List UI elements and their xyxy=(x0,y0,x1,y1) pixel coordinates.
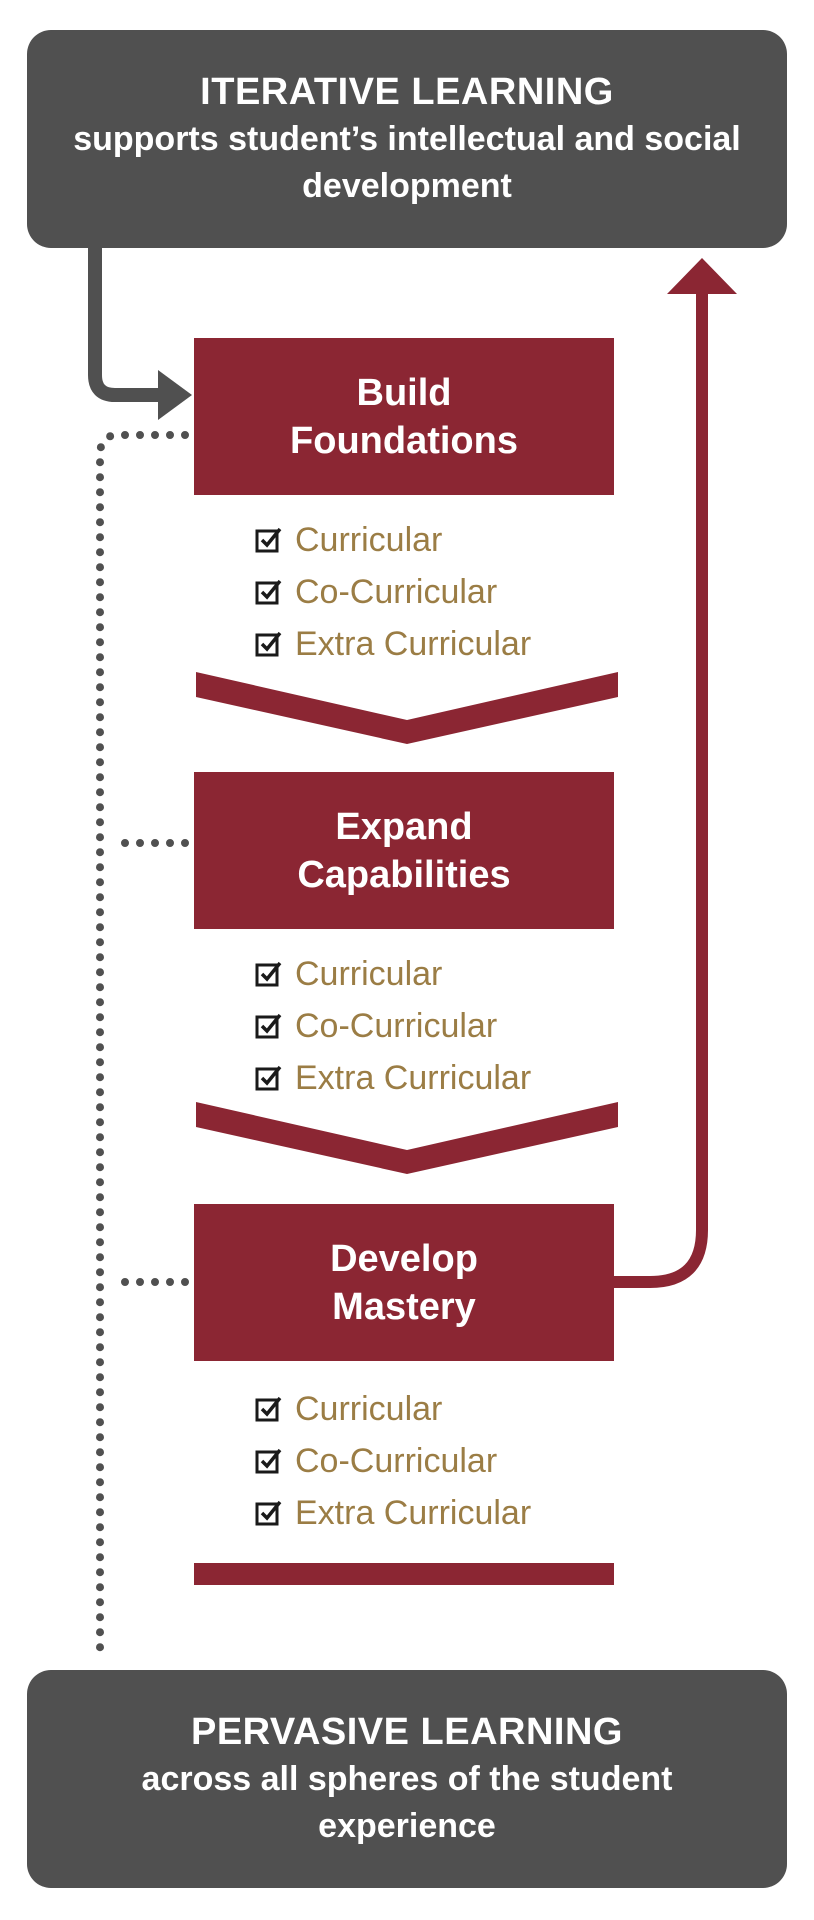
checklist-item: Co-Curricular xyxy=(255,1000,531,1052)
stage-checklist: Curricular Co-Curricular Extra Curricula… xyxy=(255,514,531,670)
checklist-item-label: Co-Curricular xyxy=(295,573,498,611)
dotted-link-line xyxy=(96,431,189,1666)
checkbox-checked-icon xyxy=(255,1500,282,1526)
stage-checklist: Curricular Co-Curricular Extra Curricula… xyxy=(255,1383,531,1539)
banner-subtitle: across all spheres of the student experi… xyxy=(141,1760,673,1845)
banner-title: ITERATIVE LEARNING xyxy=(200,71,614,113)
entry-arrow-line xyxy=(88,248,168,402)
pervasive-learning-banner: PERVASIVE LEARNING across all spheres of… xyxy=(27,1670,787,1888)
checklist-item-label: Co-Curricular xyxy=(295,1007,498,1045)
checkbox-checked-icon xyxy=(255,1448,282,1474)
checklist-item-label: Extra Curricular xyxy=(295,625,532,663)
checklist-item-label: Curricular xyxy=(295,521,443,559)
checklist-item-label: Co-Curricular xyxy=(295,1442,498,1480)
chevron-down-icon xyxy=(196,1102,618,1174)
stage-expand-capabilities: Expand Capabilities xyxy=(194,772,614,929)
stage-checklist: Curricular Co-Curricular Extra Curricula… xyxy=(255,948,531,1104)
stage-develop-mastery: Develop Mastery xyxy=(194,1204,614,1361)
stage-build-foundations: Build Foundations xyxy=(194,338,614,495)
checkbox-checked-icon xyxy=(255,961,282,987)
chevron-down-icon xyxy=(196,672,618,744)
checklist-item-label: Curricular xyxy=(295,955,443,993)
checkbox-checked-icon xyxy=(255,1065,282,1091)
checklist-item: Extra Curricular xyxy=(255,1487,531,1539)
checkbox-checked-icon xyxy=(255,579,282,605)
banner-title: PERVASIVE LEARNING xyxy=(190,1711,623,1753)
iterative-learning-banner: ITERATIVE LEARNING supports student’s in… xyxy=(27,30,787,248)
checkbox-checked-icon xyxy=(255,631,282,657)
entry-arrow-head xyxy=(158,370,192,420)
checklist-item-label: Curricular xyxy=(295,1390,443,1428)
checklist-item: Curricular xyxy=(255,1383,531,1435)
checklist-item: Co-Curricular xyxy=(255,566,531,618)
checklist-item: Co-Curricular xyxy=(255,1435,531,1487)
checkbox-checked-icon xyxy=(255,1396,282,1422)
stage-end-bar xyxy=(194,1563,614,1585)
checkbox-checked-icon xyxy=(255,1013,282,1039)
feedback-arrow-line xyxy=(614,288,708,1288)
banner-subtitle: supports student’s intellectual and soci… xyxy=(73,120,741,205)
checkbox-checked-icon xyxy=(255,527,282,553)
checklist-item: Curricular xyxy=(255,948,531,1000)
checklist-item: Extra Curricular xyxy=(255,1052,531,1104)
feedback-arrow-head xyxy=(667,258,737,294)
checklist-item-label: Extra Curricular xyxy=(295,1494,532,1532)
checklist-item: Extra Curricular xyxy=(255,618,531,670)
checklist-item: Curricular xyxy=(255,514,531,566)
checklist-item-label: Extra Curricular xyxy=(295,1059,532,1097)
